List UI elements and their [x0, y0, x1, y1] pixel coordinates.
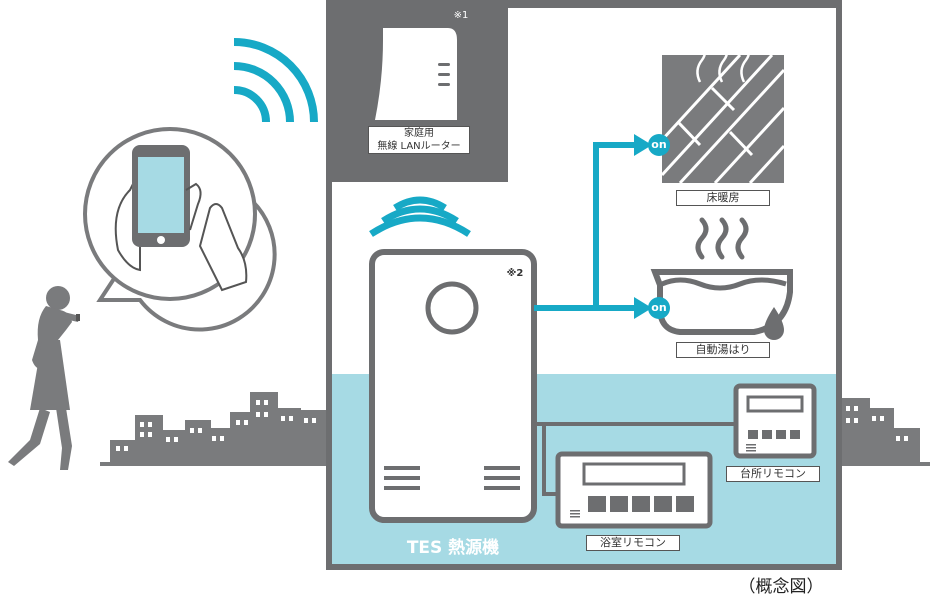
city-skyline-right — [840, 398, 920, 464]
diagram-caption: （概念図） — [738, 577, 824, 597]
router-label-line2: 無線 LANルーター — [377, 141, 461, 152]
heater-vents — [384, 466, 520, 490]
city-windows-right — [846, 406, 908, 441]
auto-bath-status-badge: on — [648, 297, 670, 319]
auto-bath-label: 自動湯はり — [676, 342, 770, 358]
remote-wires — [534, 422, 736, 496]
house-top-wall — [508, 0, 840, 8]
router-led-1 — [438, 63, 450, 66]
bath-remote-icon — [555, 451, 713, 529]
wifi-waves-outer-icon — [233, 38, 318, 123]
city-windows-left — [116, 400, 316, 451]
kitchen-remote-icon — [733, 383, 817, 459]
house-left-wall — [326, 0, 332, 570]
person-with-phone-icon — [8, 286, 80, 470]
router-led-2 — [438, 73, 450, 76]
kitchen-remote-label: 台所リモコン — [726, 466, 820, 482]
wifi-waves-inner-icon — [369, 196, 471, 237]
hand-holding-phone-icon — [114, 145, 248, 292]
floor-heating-icon — [660, 43, 786, 185]
city-skyline-left — [110, 392, 328, 464]
heater-dial-icon — [425, 281, 479, 335]
heater-note: ※2 — [506, 268, 524, 279]
heater-unit — [369, 249, 537, 523]
floor-heating-status-badge: on — [648, 134, 670, 156]
router-icon — [375, 28, 457, 120]
house-floor-wall — [326, 564, 842, 570]
router-label-line1: 家庭用 — [404, 128, 434, 139]
ground-left — [100, 462, 328, 466]
router-led-3 — [438, 83, 450, 86]
arrow-to-floor-heating — [634, 134, 652, 156]
router-label: 家庭用 無線 LANルーター — [368, 126, 470, 154]
router-note: ※1 — [453, 10, 469, 21]
ground-right — [838, 462, 930, 466]
house-right-wall — [836, 0, 842, 570]
heat-pipes — [534, 142, 636, 311]
heater-label: TES 熱源機 — [406, 538, 500, 558]
floor-heating-label: 床暖房 — [676, 190, 770, 206]
bath-remote-label: 浴室リモコン — [586, 535, 680, 551]
arrow-to-bath — [634, 297, 652, 319]
